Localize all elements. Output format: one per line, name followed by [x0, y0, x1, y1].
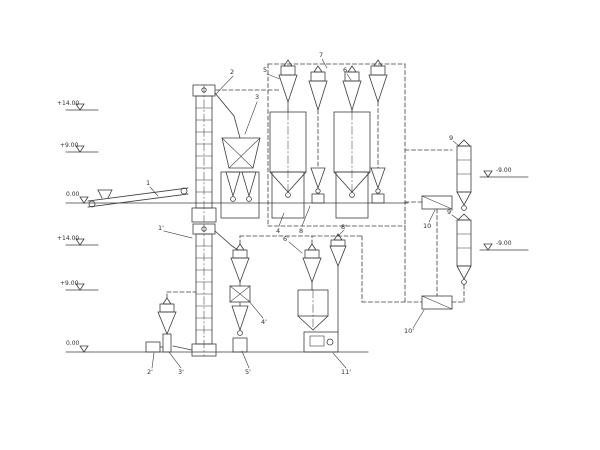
equipment-label-6p: 6'	[283, 235, 289, 243]
belt-conveyor	[87, 187, 189, 208]
callout-10: 10	[423, 209, 436, 230]
elevation-marker-right-lower: -9.00	[479, 240, 529, 251]
callout-1p: 1'	[158, 224, 193, 239]
sieve-machine-lower	[229, 281, 251, 303]
fan-10p	[421, 295, 453, 310]
elevation-label-bottom-0: 0.00	[66, 340, 80, 347]
callout-3: 3	[244, 93, 259, 135]
product-drop-lines-top	[287, 101, 353, 113]
equipment-label-8p: 8'	[341, 223, 347, 231]
filter-cyclone-2	[308, 65, 328, 112]
callout-8p: 8'	[337, 223, 347, 237]
callout-9: 9	[449, 134, 460, 147]
cyclone-4p	[230, 243, 250, 284]
filter-cyclone-3	[342, 65, 362, 112]
floor-discharge-mid	[310, 167, 326, 204]
callout-8: 8	[299, 205, 311, 235]
discharge-cone-5p	[231, 301, 249, 353]
elevation-label-right-lower: -9.00	[496, 240, 512, 247]
cyclone-separator-9p	[456, 213, 472, 285]
equipment-label-8: 8	[299, 227, 303, 235]
callout-4: 4	[276, 212, 285, 235]
chute-lower	[214, 230, 239, 251]
callout-7: 7	[319, 51, 328, 69]
cyclone-separator-9	[456, 139, 472, 211]
bucket-elevator-lower	[172, 223, 217, 357]
callout-2p: 2'	[147, 352, 155, 376]
storage-bin-2	[333, 111, 371, 219]
equipment-label-7: 7	[319, 51, 323, 59]
equipment-label-5: 5	[263, 66, 267, 74]
callout-11p: 11'	[332, 352, 351, 376]
floor-discharge-right	[370, 167, 386, 204]
elevation-label-top-14: +14.00	[57, 100, 79, 107]
equipment-label-1: 1	[146, 179, 150, 187]
callout-5: 5	[263, 66, 281, 80]
equipment-label-6: 6	[343, 66, 347, 74]
equipment-label-2: 2	[230, 68, 234, 76]
equipment-label-2p: 2'	[147, 368, 153, 376]
callout-3p: 3'	[168, 351, 184, 376]
cyclone-8p	[329, 233, 347, 268]
sieve-separator	[220, 137, 261, 219]
bucket-elevator-upper	[191, 84, 217, 223]
hopper-bin-lower	[297, 281, 329, 331]
callout-10p: 10'	[404, 309, 425, 335]
equipment-label-10: 10	[423, 222, 431, 230]
callout-5p: 5'	[241, 350, 251, 376]
equipment-label-4: 4	[276, 227, 280, 235]
equipment-label-9: 9	[449, 134, 453, 142]
equipment-label-5p: 5'	[245, 368, 251, 376]
equipment-label-4p: 4'	[261, 318, 267, 326]
equipment-label-11p: 11'	[341, 368, 351, 376]
callout-4p: 4'	[247, 299, 267, 326]
elevation-label-top-9: +9.00	[60, 142, 79, 149]
equipment-label-3: 3	[255, 93, 259, 101]
elevation-marker-right-upper: -9.00	[479, 167, 529, 178]
cyclone-6p	[302, 243, 322, 284]
storage-bin-1	[269, 111, 307, 219]
equipment-label-1p: 1'	[158, 224, 164, 232]
equipment-label-3p: 3'	[178, 368, 184, 376]
elevation-label-bottom-14: +14.00	[57, 235, 79, 242]
elevation-label-right-upper: -9.00	[496, 167, 512, 174]
aspiration-duct-network-bottom	[166, 233, 363, 303]
elevation-marker-bottom-9: +9.00	[60, 280, 99, 291]
fan-10	[421, 195, 453, 210]
filter-cyclone-4	[368, 59, 388, 104]
equipment-label-10p: 10'	[404, 327, 414, 335]
callout-1: 1	[146, 179, 159, 197]
machine-11p	[303, 265, 339, 353]
equipment-label-9p: 9'	[447, 208, 453, 216]
callout-6: 6	[343, 66, 352, 81]
callout-2: 2	[215, 68, 234, 95]
callout-9p: 9'	[447, 208, 460, 221]
chute-elevator-to-sieve	[214, 92, 241, 139]
elevation-marker-top-0: 0.00	[65, 191, 409, 204]
elevation-marker-top-14: +14.00	[57, 100, 99, 111]
aspiration-duct-network-top	[215, 63, 465, 303]
filter-cyclone-1	[278, 59, 298, 104]
elevation-label-top-0: 0.00	[66, 191, 80, 198]
elevation-marker-bottom-14: +14.00	[57, 235, 99, 246]
elevation-label-bottom-9: +9.00	[60, 280, 79, 287]
callout-6p: 6'	[283, 235, 303, 254]
elevation-marker-top-9: +9.00	[60, 142, 99, 153]
mini-cyclone-assembly	[145, 297, 177, 353]
